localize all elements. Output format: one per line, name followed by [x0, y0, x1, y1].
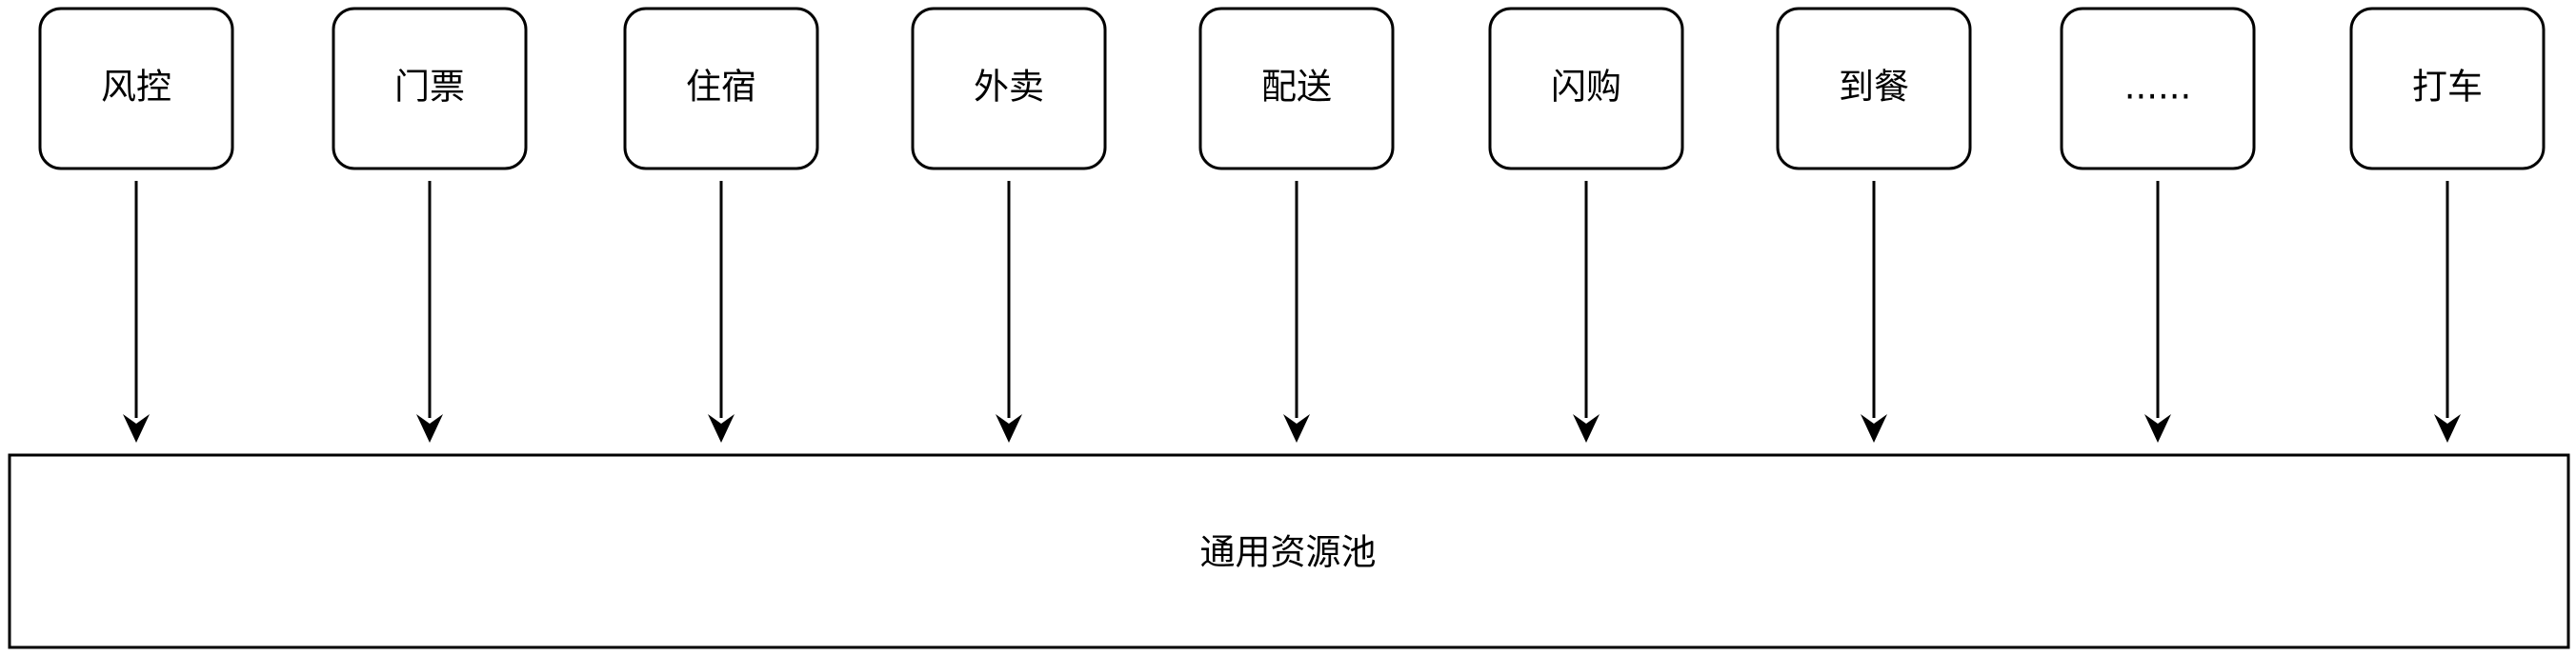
- service-node: 闪购: [1488, 7, 1684, 170]
- service-node-box: [2349, 7, 2546, 170]
- service-node-box: [332, 7, 528, 170]
- arrow-head: [416, 414, 443, 443]
- service-node-label: 打车: [2412, 67, 2483, 108]
- service-node-box: [1198, 7, 1395, 170]
- dependency-arrow: [708, 181, 735, 443]
- service-node: 风控: [38, 7, 234, 170]
- arrow-head: [2144, 414, 2171, 443]
- service-node-box: [1776, 7, 1972, 170]
- service-node: 到餐: [1776, 7, 1972, 170]
- service-node-box: [1488, 7, 1684, 170]
- arrow-head: [2434, 414, 2461, 443]
- service-node: 门票: [332, 7, 528, 170]
- service-node-box: [911, 7, 1107, 170]
- arrow-head: [1573, 414, 1600, 443]
- arrow-head: [708, 414, 735, 443]
- service-node-label: 住宿: [686, 67, 756, 108]
- service-node-label: 门票: [394, 67, 465, 108]
- service-node-box: [2060, 7, 2256, 170]
- dependency-arrows: [123, 181, 2461, 443]
- dependency-arrow: [996, 181, 1022, 443]
- resource-pool-label: 通用资源池: [1200, 532, 1377, 573]
- service-node-label: 闪购: [1551, 67, 1621, 108]
- service-node-label: 配送: [1261, 67, 1332, 108]
- arrow-head: [1861, 414, 1887, 443]
- service-node: 配送: [1198, 7, 1395, 170]
- arrow-head: [123, 414, 150, 443]
- service-node-label: 到餐: [1839, 67, 1909, 108]
- arrow-head: [1283, 414, 1310, 443]
- service-node-box: [38, 7, 234, 170]
- dependency-arrow: [123, 181, 150, 443]
- service-node: ......: [2060, 7, 2256, 170]
- dependency-arrow: [416, 181, 443, 443]
- service-nodes: 风控 门票 住宿 外卖 配送 闪购 到餐...... 打车: [38, 7, 2546, 170]
- arrow-head: [996, 414, 1022, 443]
- service-node: 打车: [2349, 7, 2546, 170]
- dependency-arrow: [1861, 181, 1887, 443]
- dependency-arrow: [1283, 181, 1310, 443]
- service-node-label: 外卖: [974, 67, 1044, 108]
- service-node-label: ......: [2124, 67, 2192, 108]
- service-node-label: 风控: [101, 67, 171, 108]
- service-node: 外卖: [911, 7, 1107, 170]
- resource-pool-box: [8, 453, 2570, 649]
- dependency-arrow: [2434, 181, 2461, 443]
- dependency-arrow: [2144, 181, 2171, 443]
- service-node-box: [623, 7, 819, 170]
- resource-pool: 通用资源池: [8, 453, 2570, 649]
- service-node: 住宿: [623, 7, 819, 170]
- dependency-arrow: [1573, 181, 1600, 443]
